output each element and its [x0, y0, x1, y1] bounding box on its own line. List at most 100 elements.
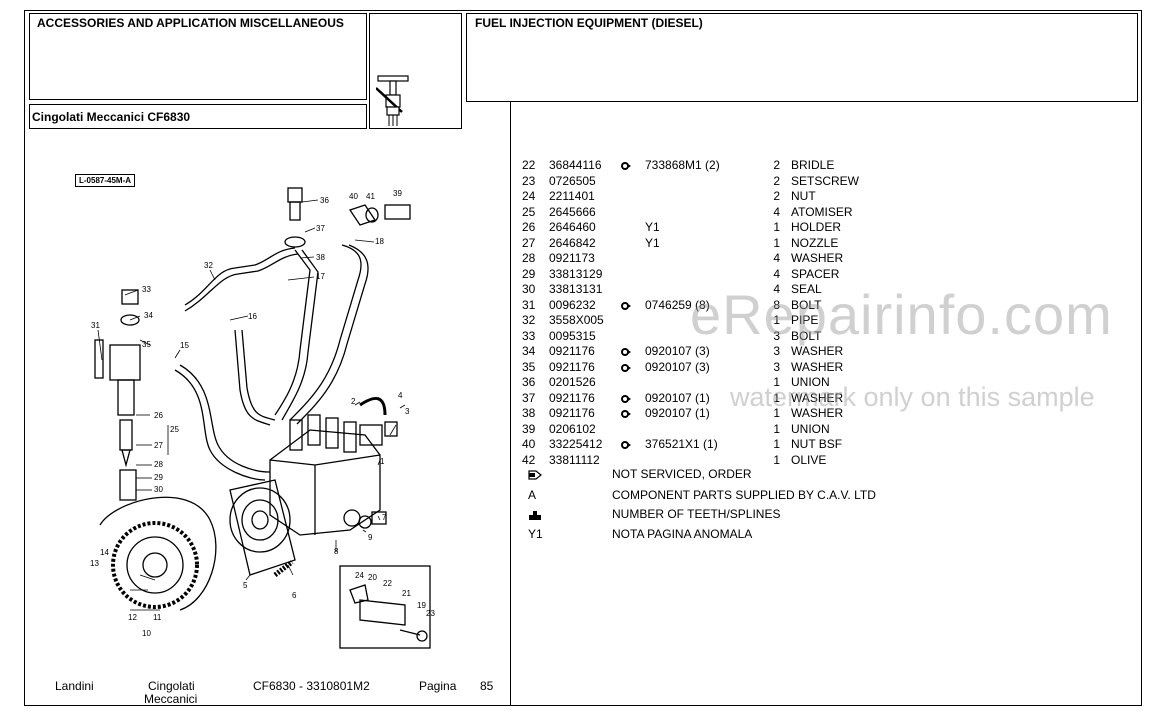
superseded-icon [620, 408, 632, 422]
callout-4: 4 [398, 391, 403, 400]
part-description: NUT [791, 189, 816, 203]
callout-24: 24 [355, 571, 364, 580]
part-qty: 1 [773, 375, 780, 389]
callout-34: 34 [144, 311, 153, 320]
superseded-icon [620, 300, 632, 314]
part-number-ref: 22 [522, 158, 536, 172]
model-label: Cingolati Meccanici CF6830 [32, 110, 191, 124]
callout-39: 39 [393, 189, 402, 198]
callout-28: 28 [154, 460, 163, 469]
exploded-parts-diagram: 36 37 38 17 18 40 41 39 32 16 15 33 34 3… [90, 187, 435, 649]
callout-3: 3 [405, 407, 410, 416]
callout-32: 32 [204, 261, 213, 270]
callout-15: 15 [180, 341, 189, 350]
section-title: ACCESSORIES AND APPLICATION MISCELLANEOU… [37, 16, 344, 30]
callout-23: 23 [426, 609, 435, 618]
part-code: 33225412 [549, 437, 603, 451]
part-code: 0206102 [549, 421, 596, 436]
part-description: ATOMISER [791, 204, 853, 219]
part-code: 2646460 [549, 220, 596, 234]
callout-36: 36 [320, 196, 329, 205]
callout-27: 27 [154, 441, 163, 450]
part-number-ref: 39 [522, 421, 536, 436]
watermark-sub: watermark only on this sample [730, 382, 1095, 412]
callout-10: 10 [142, 629, 151, 638]
part-qty: 3 [773, 328, 780, 343]
superseded-icon [620, 393, 632, 407]
part-number-ref: 27 [522, 235, 536, 250]
part-qty: 2 [773, 158, 780, 172]
group-icon-box [369, 13, 462, 129]
part-number-ref: 38 [522, 406, 536, 420]
part-qty: 2 [773, 189, 780, 203]
watermark-main: eRepairinfo.com [690, 283, 1113, 346]
legend-key-2: A [528, 488, 537, 502]
callout-17: 17 [316, 272, 325, 281]
part-supersede: 376521X1 (1) [645, 437, 718, 451]
callout-38: 38 [316, 253, 325, 262]
section-title-box: ACCESSORIES AND APPLICATION MISCELLANEOU… [29, 13, 367, 100]
part-description: SPACER [791, 266, 840, 281]
part-code: 2646842 [549, 235, 596, 250]
part-supersede: 733868M1 (2) [645, 158, 720, 172]
part-qty: 4 [773, 282, 780, 296]
part-code: 0201526 [549, 375, 596, 389]
part-number-ref: 40 [522, 437, 536, 451]
model-label-box: Cingolati Meccanici CF6830 [29, 104, 367, 129]
legend-text-2: COMPONENT PARTS SUPPLIED BY C.A.V. LTD [612, 488, 876, 502]
gear-tooth-icon [529, 511, 541, 520]
part-description: BOLT [791, 328, 822, 343]
part-number-ref: 24 [522, 189, 536, 203]
part-code: 0095315 [549, 328, 596, 343]
legend-text-3: NUMBER OF TEETH/SPLINES [612, 507, 781, 521]
callout-14: 14 [100, 548, 109, 557]
superseded-icon [620, 346, 632, 360]
part-code: 33813131 [549, 282, 603, 296]
footer-series-line1: Cingolati [148, 679, 195, 693]
part-number-ref: 29 [522, 266, 536, 281]
callout-6: 6 [292, 591, 297, 600]
part-number-ref: 35 [522, 359, 536, 374]
callout-12: 12 [128, 613, 137, 622]
legend-text-4: NOTA PAGINA ANOMALA [612, 527, 753, 541]
part-code: 2211401 [549, 189, 595, 203]
callout-25: 25 [170, 425, 179, 434]
part-number-ref: 31 [522, 297, 536, 312]
callout-11: 11 [153, 613, 162, 622]
callout-13: 13 [90, 559, 99, 568]
part-supersede: Y1 [645, 220, 660, 234]
part-code: 0921173 [549, 251, 595, 265]
part-code: 33811112 [549, 452, 600, 467]
part-description: SEAL [791, 282, 822, 296]
callout-9: 9 [368, 533, 373, 542]
callout-18: 18 [375, 237, 384, 246]
footer-page-label: Pagina [419, 679, 457, 693]
callout-31: 31 [91, 321, 100, 330]
callout-29: 29 [154, 473, 163, 482]
part-supersede: 0746259 (8) [645, 297, 710, 312]
part-number-ref: 30 [522, 282, 536, 296]
part-code: 0921176 [549, 406, 595, 420]
part-supersede: 0920107 (3) [645, 359, 710, 374]
part-qty: 1 [773, 313, 780, 327]
callout-37: 37 [316, 224, 325, 233]
footer-page-number: 85 [480, 679, 494, 693]
callout-22: 22 [383, 579, 392, 588]
part-description: NOZZLE [791, 235, 839, 250]
part-qty: 8 [773, 297, 780, 312]
part-number-ref: 23 [522, 173, 536, 188]
column-divider [510, 102, 511, 706]
footer-code: CF6830 - 3310801M2 [253, 679, 370, 693]
part-description: UNION [791, 375, 830, 389]
callout-40: 40 [349, 192, 358, 201]
part-supersede: 0920107 (3) [645, 344, 710, 358]
legend-text-1: NOT SERVICED, ORDER [612, 467, 752, 481]
callout-21: 21 [402, 589, 411, 598]
part-description: WASHER [791, 359, 844, 374]
part-code: 36844116 [549, 158, 602, 172]
part-description: WASHER [791, 390, 844, 405]
part-description: NUT BSF [791, 437, 843, 451]
part-qty: 1 [773, 421, 780, 436]
fuel-injector-icon [376, 75, 409, 126]
part-number-ref: 32 [522, 313, 536, 327]
